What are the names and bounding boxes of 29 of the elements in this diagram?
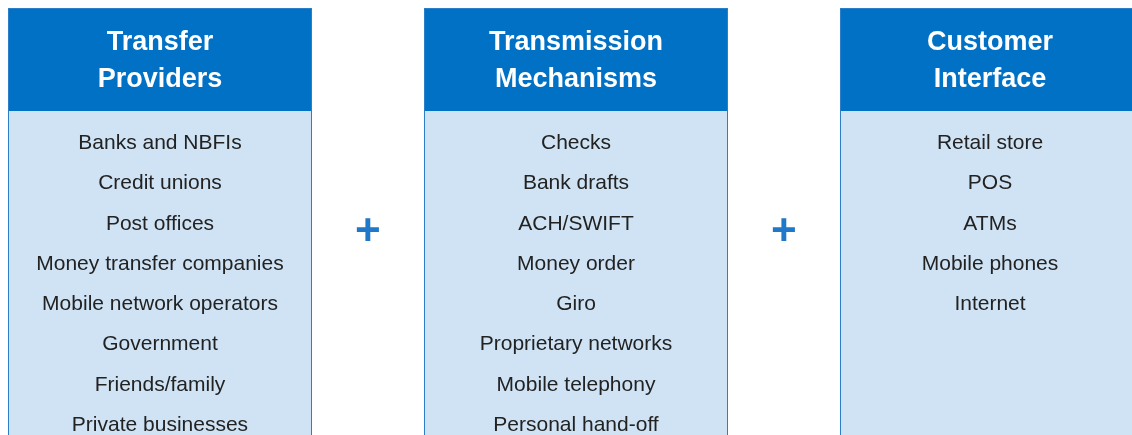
list-item: Retail store xyxy=(936,129,1044,155)
list-item: Mobile network operators xyxy=(42,290,278,317)
list-item: Post offices xyxy=(105,209,215,236)
list-item: Money transfer companies xyxy=(36,249,284,276)
column-panel xyxy=(424,8,728,435)
column-header: Customer Interface xyxy=(841,9,1132,111)
column-header: Transmission Mechanisms xyxy=(425,9,727,111)
list-item: Checks xyxy=(541,129,611,155)
list-item: ATMs xyxy=(963,209,1017,236)
list-item: POS xyxy=(967,169,1013,196)
list-item: Proprietary networks xyxy=(479,330,673,357)
list-item: Personal hand-off xyxy=(493,411,659,435)
plus-sign: + xyxy=(355,208,381,252)
plus-sign: + xyxy=(771,208,797,252)
list-item: Banks and NBFIs xyxy=(78,129,242,155)
list-item: Internet xyxy=(954,290,1026,317)
list-item: Government xyxy=(102,330,218,357)
column-panel xyxy=(8,8,312,435)
list-item: Credit unions xyxy=(98,169,222,196)
list-item: Bank drafts xyxy=(522,169,630,196)
list-item: Private businesses xyxy=(71,411,249,435)
list-item: Mobile phones xyxy=(921,249,1059,276)
list-item: Giro xyxy=(556,290,596,317)
list-item: ACH/SWIFT xyxy=(518,209,634,236)
column-header: Transfer Providers xyxy=(9,9,311,111)
list-item: Mobile telephony xyxy=(496,370,656,397)
list-item: Money order xyxy=(517,249,635,276)
column-panel xyxy=(840,8,1132,435)
list-item: Friends/family xyxy=(94,370,226,397)
